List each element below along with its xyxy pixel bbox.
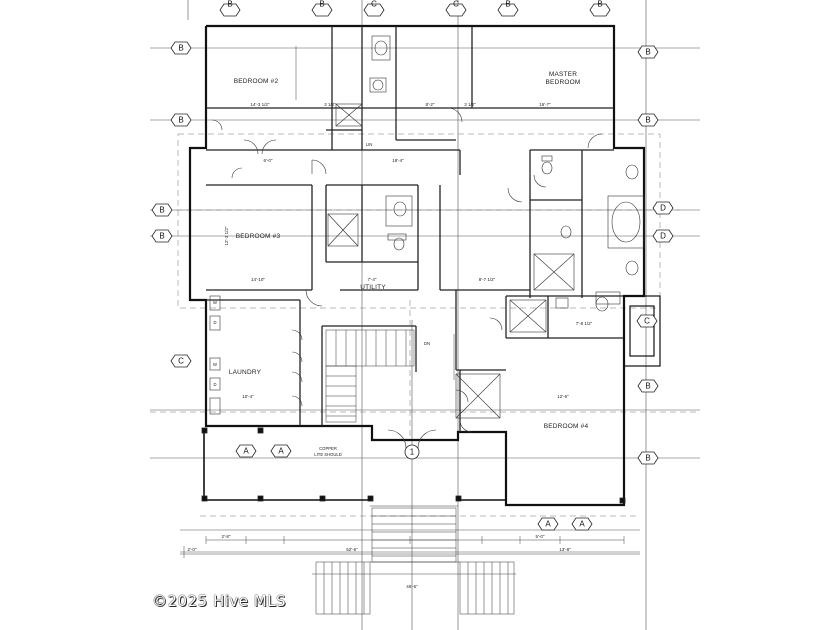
marker-a-porch-1: A: [235, 444, 257, 458]
dim-closet-width: 6'-0": [264, 158, 273, 163]
doors: [211, 107, 603, 449]
marker-c-right: C: [636, 314, 658, 328]
porch-posts: [201, 427, 626, 504]
marker-b-right-1: B: [637, 45, 659, 59]
dim-hall-width: 18'-4": [392, 158, 404, 163]
dim-stair-width: 46'-6": [406, 584, 418, 589]
svg-text:B: B: [645, 116, 650, 125]
dim-master-width: 16'-7": [539, 102, 551, 107]
marker-b-top-4: B: [589, 0, 611, 17]
stairs: [315, 329, 515, 615]
room-label-bedroom-3: BEDROOM #3: [236, 233, 281, 240]
dashed-lines: [150, 133, 700, 517]
marker-b-left-4: B: [151, 229, 173, 243]
dim-overall-left: 52'-6": [346, 547, 358, 552]
marker-a-porch-2: A: [270, 444, 292, 458]
marker-b-top-1: B: [219, 0, 241, 17]
svg-text:A: A: [545, 520, 551, 529]
room-label-laundry: LAUNDRY: [229, 369, 262, 376]
marker-b-left-2: B: [170, 113, 192, 127]
room-label-bedroom-4: BEDROOM #4: [544, 423, 589, 430]
note-washer-top: W: [213, 300, 217, 305]
dim-bedroom3-depth: 12'-3 1/2": [224, 226, 229, 245]
room-label-bedroom-2: BEDROOM #2: [234, 78, 279, 85]
note-washer: W: [213, 362, 217, 367]
note-down: DN: [424, 341, 430, 346]
dim-bedroom3-width: 14'-10": [251, 277, 265, 282]
svg-text:D: D: [660, 232, 666, 241]
marker-b-right-3: B: [637, 379, 659, 393]
dim-wall-1: 3 1/2": [324, 102, 336, 107]
side-bump: [623, 295, 661, 367]
note-copper-line2: LITE SHOULD: [314, 452, 341, 457]
dim-utility-width: 7'-4": [368, 277, 377, 282]
marker-c-top-2: C: [445, 0, 467, 17]
fixtures: [209, 35, 645, 419]
svg-text:C: C: [178, 357, 184, 366]
marker-b-left-3: B: [151, 203, 173, 217]
svg-text:B: B: [227, 0, 232, 9]
marker-b-left-1: B: [170, 41, 192, 55]
note-dryer: D: [213, 382, 216, 387]
note-linen: LIN: [366, 142, 373, 147]
dim-bay-2: 5'-0": [536, 534, 545, 539]
dim-wall-2: 3 1/2": [464, 102, 476, 107]
svg-text:C: C: [371, 0, 377, 9]
svg-text:B: B: [319, 0, 324, 9]
marker-c-left: C: [170, 354, 192, 368]
svg-text:B: B: [178, 116, 183, 125]
watermark: ©2025 Hive MLS: [152, 592, 287, 610]
marker-b-right-4: B: [637, 451, 659, 465]
note-copper-line1: COPPER: [319, 446, 337, 451]
marker-d-right-2: D: [652, 229, 674, 243]
dim-bath4-width: 7'-8 1/2": [576, 321, 593, 326]
svg-text:B: B: [645, 382, 650, 391]
dim-bedroom4-width: 12'-6": [557, 394, 569, 399]
grid-markers: B B C C B B B B B B C B B D D C B B A A …: [151, 0, 674, 531]
dim-bay-1: 2'-8": [222, 534, 231, 539]
svg-text:A: A: [278, 447, 284, 456]
marker-b-top-3: B: [497, 0, 519, 17]
svg-text:B: B: [159, 206, 164, 215]
svg-text:C: C: [644, 317, 650, 326]
svg-text:B: B: [178, 44, 183, 53]
svg-text:D: D: [660, 204, 666, 213]
dim-bedroom2-width: 14'-3 1/2": [251, 102, 270, 107]
porch: [203, 428, 506, 501]
svg-text:C: C: [453, 0, 459, 9]
svg-text:A: A: [243, 447, 249, 456]
dim-laundry-width: 10'-4": [242, 394, 254, 399]
marker-section-1: 1: [404, 444, 420, 460]
dimension-lines: [180, 46, 640, 575]
dim-hall-2-width: 8'-7 1/2": [479, 277, 496, 282]
room-label-master-line2: BEDROOM: [546, 79, 581, 86]
marker-a-right-1: A: [537, 517, 559, 531]
marker-b-right-2: B: [637, 113, 659, 127]
svg-text:B: B: [645, 454, 650, 463]
svg-text:B: B: [597, 0, 602, 9]
svg-text:A: A: [579, 520, 585, 529]
reference-grid: [150, 0, 700, 630]
svg-text:B: B: [505, 0, 510, 9]
interior-walls: [206, 26, 624, 432]
exterior-walls: [188, 24, 646, 507]
dim-bath-width: 8'-2": [426, 102, 435, 107]
svg-text:B: B: [645, 48, 650, 57]
room-label-utility: UTILITY: [360, 284, 386, 291]
note-dryer-top: D: [213, 320, 216, 325]
svg-text:B: B: [159, 232, 164, 241]
marker-d-right-1: D: [652, 201, 674, 215]
dim-offset: 2'-0": [188, 547, 197, 552]
dim-overall-right: 13'-8": [559, 547, 571, 552]
marker-a-right-2: A: [571, 517, 593, 531]
svg-text:1: 1: [410, 448, 415, 457]
marker-b-top-2: B: [311, 0, 333, 17]
marker-c-top-1: C: [363, 0, 385, 17]
room-label-master-line1: MASTER: [549, 71, 577, 78]
